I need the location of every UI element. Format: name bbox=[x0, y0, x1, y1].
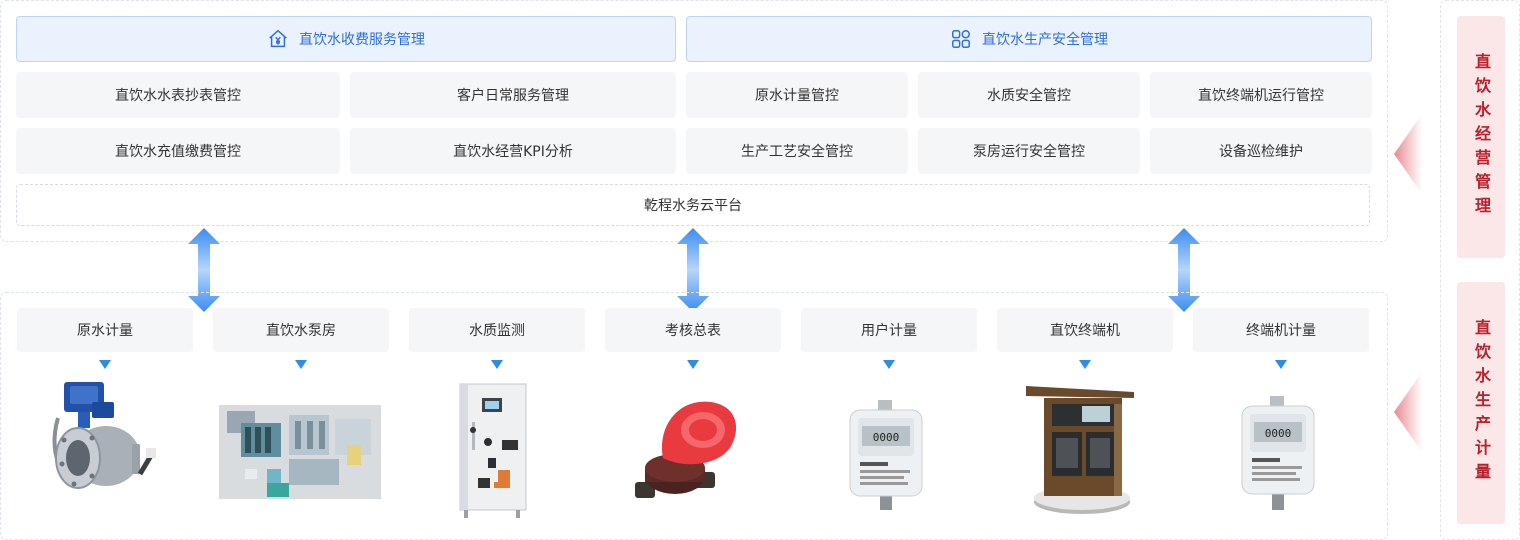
pump-room-image bbox=[219, 405, 381, 499]
left-chevron-icon bbox=[1394, 372, 1422, 452]
function-water-quality: 水质安全管控 bbox=[918, 72, 1140, 118]
function-raw-water-metering: 原水计量管控 bbox=[686, 72, 908, 118]
down-triangle-icon bbox=[883, 360, 895, 369]
red-cap-water-meter-image bbox=[635, 401, 737, 498]
device-label-pump-room: 直饮水泵房 bbox=[213, 308, 389, 352]
device-label-quality-monitor: 水质监测 bbox=[409, 308, 585, 352]
function-equipment-inspection: 设备巡检维护 bbox=[1150, 128, 1372, 174]
header-production-safety: 直饮水生产安全管理 bbox=[686, 16, 1372, 62]
device-label-raw-water-meter: 原水计量 bbox=[17, 308, 193, 352]
function-kpi-analysis: 直饮水经营KPI分析 bbox=[350, 128, 676, 174]
device-label-terminal-meter: 终端机计量 bbox=[1193, 308, 1369, 352]
terminal-smart-meter-image: 0000 bbox=[1241, 396, 1315, 510]
apps-grid-icon bbox=[952, 30, 970, 48]
down-triangle-icon bbox=[491, 360, 503, 369]
quality-monitor-cabinet-image bbox=[459, 383, 527, 518]
bidirectional-arrow-left bbox=[188, 228, 220, 312]
meter-reading-value: 0000 bbox=[1265, 427, 1292, 440]
function-customer-service: 客户日常服务管理 bbox=[350, 72, 676, 118]
meter-reading-value: 0000 bbox=[873, 431, 900, 444]
down-triangle-icon bbox=[295, 360, 307, 369]
function-meter-reading: 直饮水水表抄表管控 bbox=[16, 72, 340, 118]
side-label-operation: 直饮水经营管理 bbox=[1457, 16, 1505, 258]
down-triangle-icon bbox=[99, 360, 111, 369]
header-billing-title: 直饮水收费服务管理 bbox=[299, 32, 425, 48]
left-chevron-icon bbox=[1394, 114, 1422, 194]
function-recharge-payment: 直饮水充值缴费管控 bbox=[16, 128, 340, 174]
cloud-platform-bar: 乾程水务云平台 bbox=[16, 184, 1370, 226]
function-pump-room-safety: 泵房运行安全管控 bbox=[918, 128, 1140, 174]
down-triangle-icon bbox=[687, 360, 699, 369]
device-label-terminal: 直饮终端机 bbox=[997, 308, 1173, 352]
side-label-production-text: 直饮水生产计量 bbox=[1472, 319, 1491, 487]
bidirectional-arrow-right bbox=[1168, 228, 1200, 312]
header-production-title: 直饮水生产安全管理 bbox=[982, 32, 1108, 48]
down-triangle-icon bbox=[1275, 360, 1287, 369]
down-triangle-icon bbox=[1079, 360, 1091, 369]
smart-water-meter-image: 0000 bbox=[849, 400, 923, 510]
device-label-master-meter: 考核总表 bbox=[605, 308, 781, 352]
house-yen-icon bbox=[269, 29, 287, 48]
device-label-user-meter: 用户计量 bbox=[801, 308, 977, 352]
function-process-safety: 生产工艺安全管控 bbox=[686, 128, 908, 174]
side-label-operation-text: 直饮水经营管理 bbox=[1472, 53, 1491, 221]
side-label-production: 直饮水生产计量 bbox=[1457, 282, 1505, 524]
function-terminal-operation: 直饮终端机运行管控 bbox=[1150, 72, 1372, 118]
bidirectional-arrow-center bbox=[677, 228, 709, 312]
flow-meter-image bbox=[52, 382, 156, 489]
water-terminal-kiosk-image bbox=[1026, 386, 1134, 514]
header-billing-service: 直饮水收费服务管理 bbox=[16, 16, 676, 62]
